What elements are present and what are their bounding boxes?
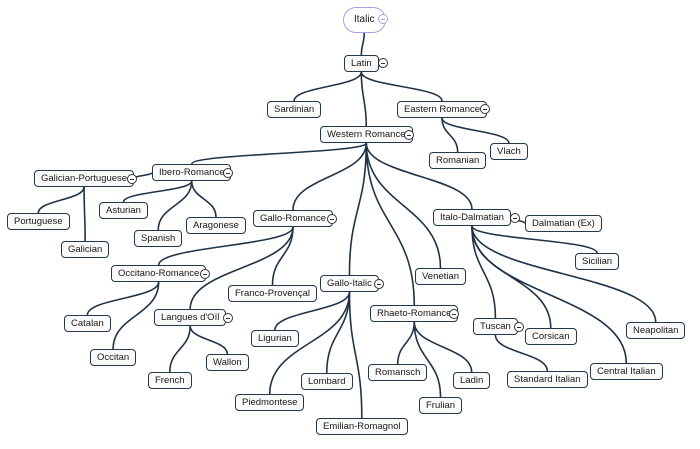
connector-rhaeto-romance-romansch bbox=[396, 321, 416, 365]
connector-western-romance-rhaeto-romance bbox=[365, 142, 416, 306]
connector-latin-eastern-romance bbox=[360, 71, 443, 102]
connector-italo-dalmatian-tuscan bbox=[471, 225, 497, 319]
connector-italo-dalmatian-sicilian bbox=[471, 225, 598, 254]
node-portuguese[interactable]: Portuguese bbox=[7, 213, 70, 230]
node-frulian[interactable]: Frulian bbox=[419, 397, 463, 414]
node-romansch[interactable]: Romansch bbox=[368, 364, 428, 381]
node-franco-provencal[interactable]: Franco-Provençal bbox=[228, 285, 317, 302]
connector-western-romance-gallo-italic bbox=[348, 142, 368, 276]
connector-italic-latin bbox=[360, 32, 366, 56]
node-ligurian[interactable]: Ligurian bbox=[251, 330, 299, 347]
connector-gallo-italic-lombard bbox=[325, 291, 351, 374]
node-ladin[interactable]: Ladin bbox=[453, 372, 491, 389]
node-wallon[interactable]: Wallon bbox=[206, 354, 249, 371]
node-eastern-romance[interactable]: Eastern Romance bbox=[397, 101, 488, 118]
node-sardinian[interactable]: Sardinian bbox=[267, 101, 322, 118]
connector-langues-doil-wallon bbox=[189, 325, 229, 355]
node-venetian[interactable]: Venetian bbox=[415, 268, 466, 285]
collapse-icon[interactable] bbox=[404, 130, 414, 140]
connector-rhaeto-romance-ladin bbox=[413, 321, 473, 373]
connector-gallo-romance-occitano-romance bbox=[157, 226, 294, 266]
collapse-icon[interactable] bbox=[510, 213, 520, 223]
connector-ibero-romance-aragonese bbox=[190, 180, 217, 218]
connector-western-romance-italo-dalmatian bbox=[365, 142, 473, 210]
node-gallo-romance[interactable]: Gallo-Romance bbox=[253, 210, 333, 227]
connector-gallo-romance-langues-doil bbox=[189, 226, 294, 310]
collapse-icon[interactable] bbox=[378, 58, 388, 68]
connector-galician-portuguese-portuguese bbox=[37, 186, 85, 214]
connector-latin-sardinian bbox=[293, 71, 363, 102]
connector-ibero-romance-asturian bbox=[122, 180, 193, 203]
connector-galician-portuguese-galician bbox=[83, 186, 86, 242]
connector-eastern-romance-vlach bbox=[441, 117, 510, 144]
node-corsican[interactable]: Corsican bbox=[525, 328, 577, 345]
node-rhaeto-romance[interactable]: Rhaeto-Romance bbox=[370, 305, 459, 322]
collapse-icon[interactable] bbox=[223, 313, 233, 323]
node-dalmatian[interactable]: Dalmatian (Ex) bbox=[525, 215, 602, 232]
collapse-icon[interactable] bbox=[374, 279, 384, 289]
collapse-icon[interactable] bbox=[327, 214, 337, 224]
collapse-icon[interactable] bbox=[200, 269, 210, 279]
connector-occitano-romance-occitan bbox=[112, 281, 160, 350]
collapse-icon[interactable] bbox=[378, 14, 388, 24]
node-italo-dalmatian[interactable]: Italo-Dalmatian bbox=[433, 209, 511, 226]
connector-western-romance-gallo-romance bbox=[292, 142, 368, 211]
collapse-icon[interactable] bbox=[223, 168, 233, 178]
connector-gallo-romance-franco-provencal bbox=[271, 226, 294, 286]
node-latin[interactable]: Latin bbox=[344, 55, 379, 72]
node-occitan[interactable]: Occitan bbox=[90, 349, 137, 366]
connector-tuscan-standard-italian bbox=[494, 334, 549, 372]
node-langues-doil[interactable]: Langues d'Oïl bbox=[154, 309, 227, 326]
connector-gallo-italic-ligurian bbox=[274, 291, 351, 331]
connector-eastern-romance-romanian bbox=[441, 117, 459, 153]
connector-italo-dalmatian-neapolitan bbox=[471, 225, 657, 323]
connector-gallo-italic-emilian-romagnol bbox=[348, 291, 363, 419]
connector-western-romance-venetian bbox=[365, 142, 442, 269]
node-piedmontese[interactable]: Piedmontese bbox=[235, 394, 305, 411]
node-lombard[interactable]: Lombard bbox=[301, 373, 353, 390]
node-emilian-romagnol[interactable]: Emilian-Romagnol bbox=[316, 418, 408, 435]
node-neapolitan[interactable]: Neapolitan bbox=[626, 322, 686, 339]
node-western-romance[interactable]: Western Romance bbox=[320, 126, 413, 143]
connector-ibero-romance-spanish bbox=[157, 180, 193, 231]
collapse-icon[interactable] bbox=[449, 309, 459, 319]
collapse-icon[interactable] bbox=[480, 104, 490, 114]
connector-western-romance-ibero-romance bbox=[190, 142, 368, 165]
node-gallo-italic[interactable]: Gallo-Italic bbox=[320, 275, 379, 292]
node-french[interactable]: French bbox=[148, 372, 192, 389]
collapse-icon[interactable] bbox=[514, 322, 524, 332]
connector-latin-western-romance bbox=[360, 71, 368, 127]
connector-langues-doil-french bbox=[168, 325, 191, 373]
node-romanian[interactable]: Romanian bbox=[429, 152, 487, 169]
node-ibero-romance[interactable]: Ibero-Romance bbox=[152, 164, 232, 181]
node-spanish[interactable]: Spanish bbox=[134, 230, 183, 247]
connector-occitano-romance-catalan bbox=[86, 281, 160, 316]
node-aragonese[interactable]: Aragonese bbox=[186, 217, 246, 234]
node-vlach[interactable]: Vlach bbox=[490, 143, 528, 160]
collapse-icon[interactable] bbox=[127, 174, 137, 184]
node-italic[interactable]: Italic bbox=[343, 7, 386, 33]
node-asturian[interactable]: Asturian bbox=[99, 202, 148, 219]
node-galician-portuguese[interactable]: Galician-Portuguese bbox=[34, 170, 135, 187]
node-occitano-romance[interactable]: Occitano-Romance bbox=[111, 265, 207, 282]
node-central-italian[interactable]: Central Italian bbox=[590, 363, 663, 380]
node-tuscan[interactable]: Tuscan bbox=[473, 318, 518, 335]
connector-rhaeto-romance-frulian bbox=[413, 321, 442, 398]
connector-gallo-italic-piedmontese bbox=[268, 291, 351, 395]
node-catalan[interactable]: Catalan bbox=[64, 315, 111, 332]
node-galician[interactable]: Galician bbox=[61, 241, 110, 258]
connector-italo-dalmatian-central-italian bbox=[471, 225, 628, 364]
node-sicilian[interactable]: Sicilian bbox=[575, 253, 620, 270]
node-standard-italian[interactable]: Standard Italian bbox=[507, 371, 588, 388]
